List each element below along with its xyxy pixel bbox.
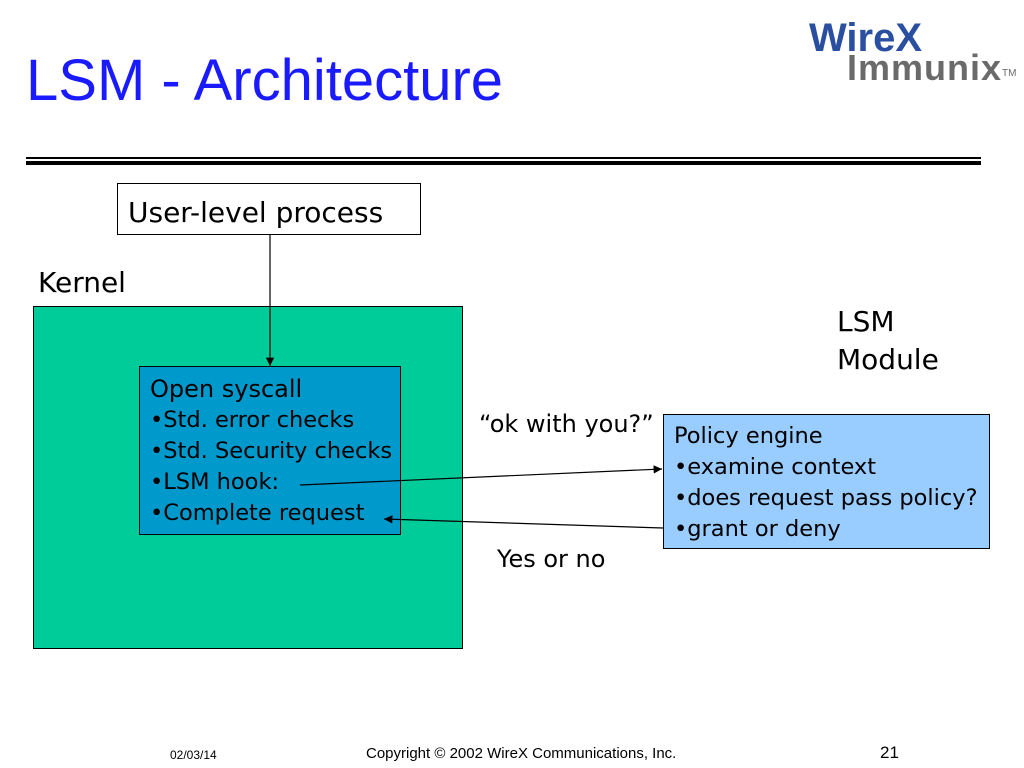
footer-copyright: Copyright © 2002 WireX Communications, I… [366,745,677,762]
lsm-module-label-line1: LSM [837,305,895,338]
logo-trademark: TM [1002,68,1017,79]
syscall-item: •Complete request [150,500,365,526]
footer-page-number: 21 [880,743,899,762]
title-divider-thick [26,161,981,165]
syscall-item: •LSM hook: [150,469,280,495]
wirex-immunix-logo: WireX Immunix TM [805,16,1020,86]
syscall-item: •Std. Security checks [150,438,393,464]
policy-heading: Policy engine [674,423,823,449]
syscall-item: •Std. error checks [150,407,355,433]
logo-wordmark-bottom: Immunix [847,47,1003,88]
policy-item: •does request pass policy? [674,485,978,511]
syscall-box [139,366,401,535]
lsm-module-label-line2: Module [837,343,939,376]
kernel-label: Kernel [38,266,126,299]
syscall-text: Open syscall •Std. error checks •Std. Se… [150,374,392,529]
policy-item: •examine context [674,454,877,480]
query-label: “ok with you?” [479,410,654,438]
policy-engine-text: Policy engine •examine context •does req… [674,421,978,545]
footer-date: 02/03/14 [170,748,217,762]
slide-title: LSM - Architecture [26,48,504,113]
policy-item: •grant or deny [674,516,841,542]
user-process-box: User-level process [117,183,421,235]
logo-wordmark-top: WireX [809,16,923,60]
policy-to-request-arrow [383,515,664,529]
hook-to-policy-arrow [299,465,663,486]
title-divider-thin [26,157,981,159]
reply-label: Yes or no [497,545,606,573]
user-process-label: User-level process [128,196,384,229]
lsm-module-label: LSM Module [837,303,939,379]
syscall-heading: Open syscall [150,375,303,403]
policy-engine-box [663,414,990,549]
